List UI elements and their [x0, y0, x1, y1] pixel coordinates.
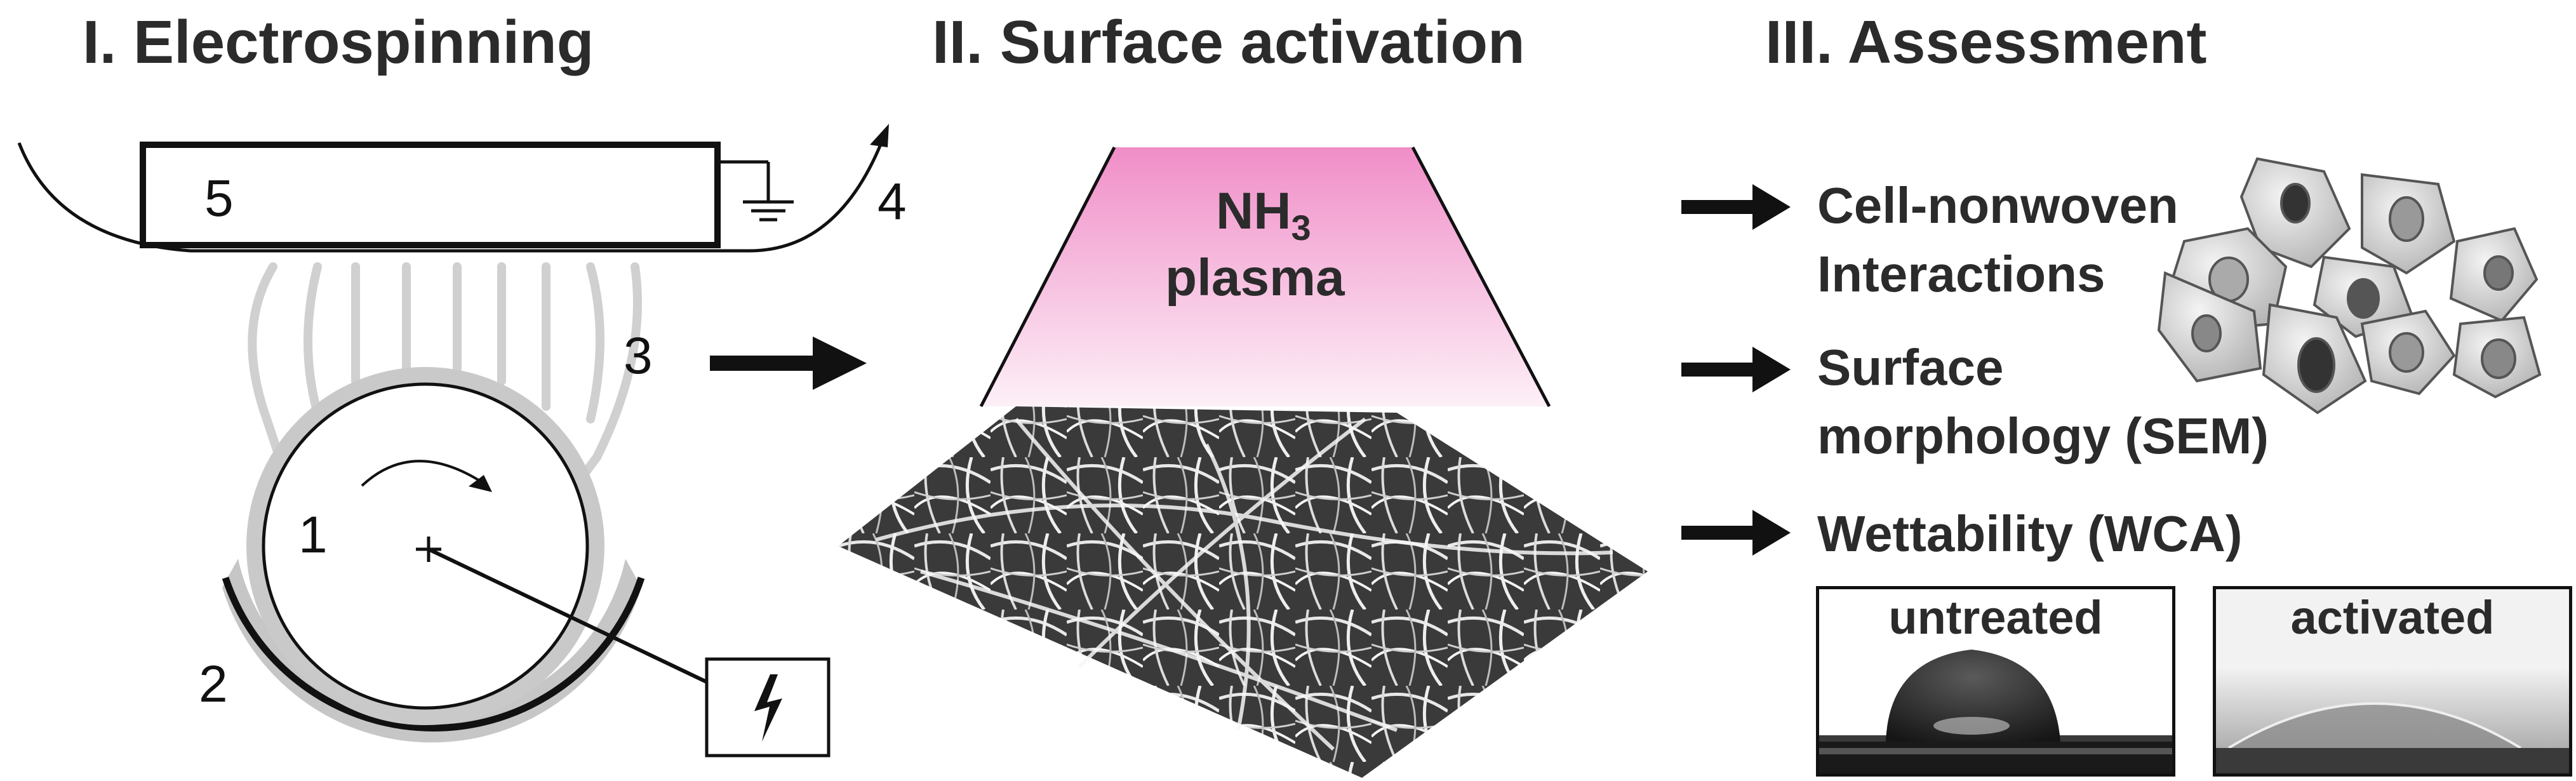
surface-line-2: morphology (SEM) — [1817, 408, 2269, 464]
assessment-wettability: Wettability (WCA) — [1817, 500, 2243, 568]
wca-untreated-label: untreated — [1888, 591, 2103, 644]
wca-activated-label: activated — [2290, 591, 2495, 644]
arrow-right-icon — [710, 337, 867, 390]
assessment-surface-morphology: Surface morphology (SEM) — [1817, 333, 2269, 471]
electrospinning-setup: 5 4 3 1 2 — [17, 124, 907, 758]
substrate-sheet — [17, 139, 884, 253]
sem-nonwoven-image — [838, 406, 1648, 778]
arrow-right-icon — [1681, 510, 1791, 556]
label-2: 2 — [199, 655, 228, 713]
high-voltage-icon — [705, 657, 831, 758]
rotation-arrow-icon — [361, 460, 492, 492]
cell-line-2: Interactions — [1817, 246, 2106, 302]
label-1: 1 — [298, 506, 328, 564]
wca-activated-image: activated — [2213, 586, 2572, 777]
panel-title-electrospinning: I. Electrospinning — [83, 8, 594, 76]
high-voltage-wire — [427, 547, 709, 684]
collector-box — [140, 142, 721, 248]
cell-line-1: Cell-nonwoven — [1817, 177, 2179, 234]
electrode-arc — [222, 577, 645, 732]
rotating-cylinder — [246, 367, 604, 725]
arrow-right-icon — [1681, 184, 1791, 230]
label-4: 4 — [878, 173, 907, 230]
sem-fiber-highlights — [876, 417, 1613, 751]
wca-untreated-image: untreated — [1816, 586, 2175, 777]
cells-icon — [2157, 157, 2542, 415]
assessment-cell-interactions: Cell-nonwoven Interactions — [1817, 171, 2179, 309]
plasma-gas: NH3 — [1216, 182, 1311, 248]
label-5: 5 — [204, 170, 234, 227]
plasma-cone — [981, 147, 1549, 406]
sheet-direction-arrow-icon — [870, 124, 889, 147]
cylinder-outline — [262, 382, 589, 710]
water-droplet-icon — [1819, 650, 2172, 773]
assessment-arrows — [1681, 184, 1791, 556]
panel-title-assessment: III. Assessment — [1765, 8, 2207, 76]
plasma-label: plasma — [1165, 249, 1345, 307]
surface-line-1: Surface — [1817, 339, 2004, 396]
water-droplet-icon — [2216, 665, 2569, 773]
ground-icon — [717, 160, 794, 222]
label-3: 3 — [624, 327, 653, 385]
arrow-right-icon — [1681, 347, 1791, 392]
panel-title-activation: II. Surface activation — [932, 8, 1525, 76]
plasma-activation: NH3 plasma — [838, 146, 1648, 778]
wettability-label: Wettability (WCA) — [1817, 505, 2243, 562]
